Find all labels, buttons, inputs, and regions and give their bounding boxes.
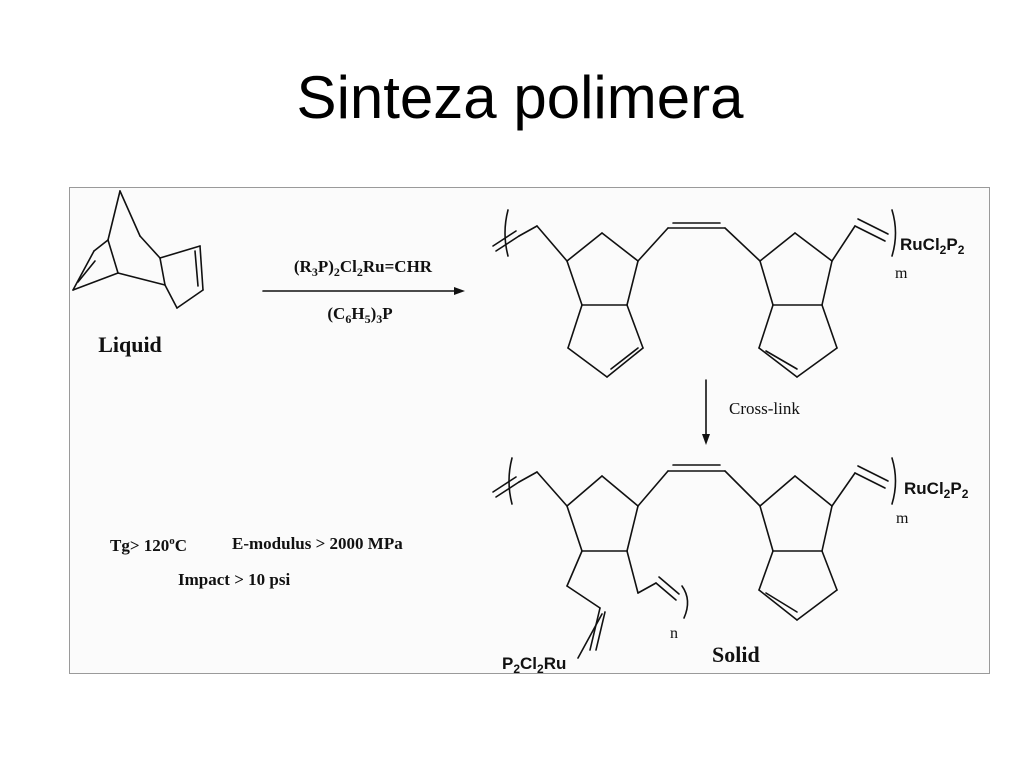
crosslinked-end-group: RuCl2P2 (904, 479, 969, 501)
step-label: Cross-link (729, 399, 800, 418)
reaction-scheme-svg: Liquid (R3P)2Cl2Ru=CHR (C6H5)3P RuCl2P2 … (72, 190, 969, 674)
crosslink-arrow-head (702, 434, 710, 445)
catalyst-formula: (R3P)2Cl2Ru=CHR (294, 257, 433, 279)
crosslinked-polymer-structure (492, 457, 897, 659)
repeat-unit-n: n (670, 625, 678, 642)
tg-property: Tg> 120oC (110, 535, 187, 555)
repeat-unit-m-bottom: m (896, 510, 909, 527)
impact-property: Impact > 10 psi (178, 570, 290, 589)
slide-title: Sinteza polimera (296, 64, 744, 131)
reaction-scheme-figure: Liquid (R3P)2Cl2Ru=CHR (C6H5)3P RuCl2P2 … (69, 187, 990, 674)
reaction-arrow-head (454, 287, 465, 295)
polymer-end-group: RuCl2P2 (900, 235, 965, 257)
monomer-label: Liquid (98, 332, 162, 357)
repeat-unit-m-top: m (895, 265, 908, 282)
polydcpd-structure (492, 209, 897, 378)
cocatalyst-formula: (C6H5)3P (327, 304, 392, 326)
product-label: Solid (712, 642, 760, 667)
modulus-property: E-modulus > 2000 MPa (232, 534, 403, 553)
dicyclopentadiene-structure (72, 190, 204, 309)
crosslink-end-group: P2Cl2Ru (502, 654, 566, 674)
